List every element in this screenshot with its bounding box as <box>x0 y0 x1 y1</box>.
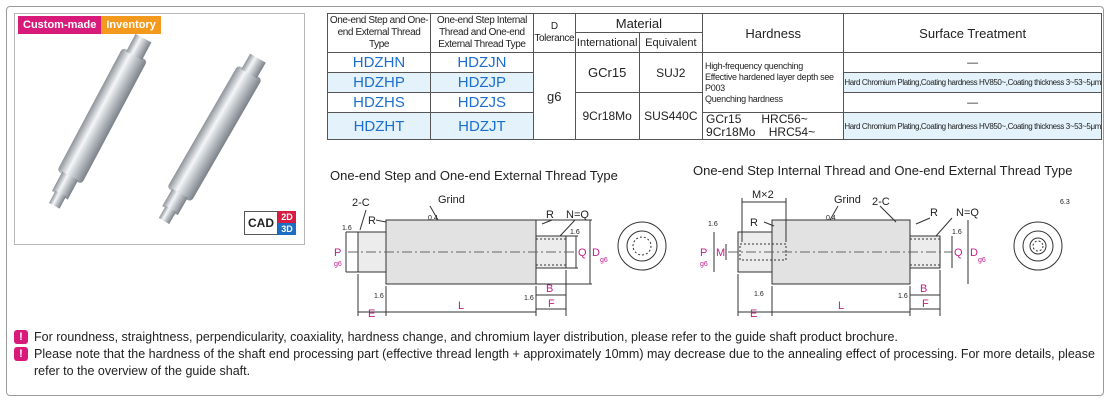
dim-p: P <box>700 247 707 259</box>
dim-tol: g6 <box>600 257 608 264</box>
table-row: HDZHN HDZJN g6 GCr15 SUJ2 High-frequency… <box>327 52 1102 140</box>
surface-chrome: Hard Chromium Plating,Coating hardness H… <box>843 112 1102 140</box>
drawing1-diagram: 2-C R Grind R N=Q 0.4 1.6 1.6 1.6 1.6 P … <box>334 194 667 320</box>
surface-none: — <box>843 92 1102 113</box>
dim-q: Q <box>578 247 587 259</box>
shaft-illustration <box>48 33 266 224</box>
note-item: ! Please note that the hardness of the s… <box>14 346 1099 380</box>
note-item: ! For roundness, straightness, perpendic… <box>14 329 1099 346</box>
dim-f: F <box>922 298 929 310</box>
dim-m: M <box>716 247 725 259</box>
finish-label: 6.3 <box>1060 199 1070 206</box>
nq-label: N=Q <box>956 207 979 219</box>
table-row: HDZHT HDZJT GCr15 HRC56~ 9Cr18Mo HRC54~ … <box>327 112 1102 140</box>
radius-label: R <box>750 217 758 229</box>
dim-tol: g6 <box>700 261 708 268</box>
surface-none: — <box>843 52 1102 73</box>
dim-l: L <box>838 300 844 312</box>
cad-download-button[interactable]: CAD 2D 3D <box>244 211 296 235</box>
finish-label: 1.6 <box>374 293 384 300</box>
header-equivalent: Equivalent <box>638 32 704 53</box>
finish-label: 1.6 <box>754 291 764 298</box>
part-code[interactable]: HDZHN <box>327 52 431 73</box>
dim-e: E <box>368 308 375 320</box>
dim-b: B <box>920 283 927 295</box>
part-code[interactable]: HDZJN <box>430 52 534 73</box>
dim-p: P <box>334 247 341 259</box>
material1-eq: SUJ2 <box>638 52 704 93</box>
content-frame <box>6 6 1104 396</box>
part-code[interactable]: HDZHT <box>327 112 431 140</box>
drawing1-title: One-end Step and One-end External Thread… <box>330 168 618 183</box>
exclamation-icon: ! <box>14 330 28 344</box>
material2-eq: SUS440C <box>638 92 704 140</box>
header-type1: One-end Step and One-end External Thread… <box>327 13 431 53</box>
dim-f: F <box>548 298 555 310</box>
product-photo <box>14 13 305 245</box>
material1-intl: GCr15 <box>574 52 640 93</box>
header-international: International <box>574 32 640 53</box>
drawing2-diagram: M×2 R Grind 2-C R N=Q 0.4 1.6 1.6 1.6 1.… <box>700 189 1070 320</box>
header-type2: One-end Step Internal Thread and One-end… <box>430 13 534 53</box>
material2-intl: 9Cr18Mo <box>574 92 640 140</box>
finish-label: 1.6 <box>952 229 962 236</box>
finish-label: 1.6 <box>570 229 580 236</box>
finish-label: 1.6 <box>708 221 718 228</box>
notes-section: ! For roundness, straightness, perpendic… <box>14 329 1099 380</box>
header-surface: Surface Treatment <box>843 13 1102 53</box>
availability-badges: Custom-made Inventory <box>18 16 161 34</box>
inventory-badge: Inventory <box>101 16 161 34</box>
cad-label: CAD <box>244 211 278 235</box>
dim-d: D <box>970 247 978 259</box>
radius-label: R <box>368 215 376 227</box>
finish-label: 0.4 <box>826 215 836 222</box>
cad-3d-badge: 3D <box>278 223 296 235</box>
radius-label: R <box>546 209 554 221</box>
spec-table: One-end Step and One-end External Thread… <box>327 13 1102 140</box>
custom-made-badge: Custom-made <box>18 16 102 34</box>
hardness-values: GCr15 HRC56~ 9Cr18Mo HRC54~ <box>702 112 845 140</box>
finish-label: 0.4 <box>428 215 438 222</box>
surface-chrome: Hard Chromium Plating,Coating hardness H… <box>843 72 1102 93</box>
finish-label: 1.6 <box>524 295 534 302</box>
drawing2-title: One-end Step Internal Thread and One-end… <box>693 163 1073 178</box>
radius-label: R <box>930 207 938 219</box>
finish-label: 1.6 <box>342 225 352 232</box>
thread-label: M×2 <box>752 189 774 201</box>
dim-tol: g6 <box>334 261 342 268</box>
chamfer-label: 2-C <box>872 196 890 208</box>
part-code[interactable]: HDZJP <box>430 72 534 93</box>
dim-l: L <box>458 300 464 312</box>
dim-e: E <box>750 308 757 320</box>
dim-q: Q <box>954 247 963 259</box>
dim-tol: g6 <box>978 257 986 264</box>
grind-label: Grind <box>438 194 465 206</box>
exclamation-icon: ! <box>14 347 28 361</box>
cad-2d-badge: 2D <box>278 211 296 223</box>
grind-label: Grind <box>834 194 861 206</box>
finish-label: 1.6 <box>898 293 908 300</box>
nq-label: N=Q <box>566 209 589 221</box>
tolerance-cell: g6 <box>532 52 576 140</box>
note-text: For roundness, straightness, perpendicul… <box>34 330 898 344</box>
note-text: Please note that the hardness of the sha… <box>34 347 1095 378</box>
part-code[interactable]: HDZHS <box>327 92 431 113</box>
hardness-desc: High-frequency quenching Effective harde… <box>702 52 845 113</box>
part-code[interactable]: HDZHP <box>327 72 431 93</box>
chamfer-label: 2-C <box>352 197 370 209</box>
part-code[interactable]: HDZJS <box>430 92 534 113</box>
header-material: Material <box>574 13 704 33</box>
header-hardness: Hardness <box>702 13 845 53</box>
dim-b: B <box>546 283 553 295</box>
dim-d: D <box>592 247 600 259</box>
part-code[interactable]: HDZJT <box>430 112 534 140</box>
